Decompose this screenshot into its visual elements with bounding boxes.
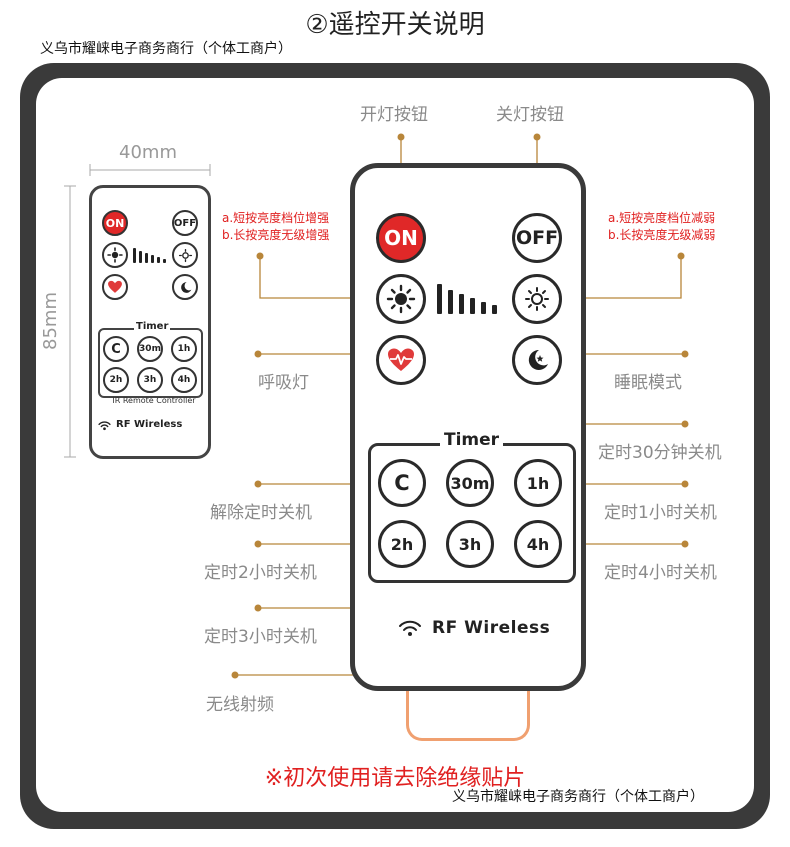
- rf-wireless-label: RF Wireless: [432, 618, 551, 638]
- on-button[interactable]: ON: [376, 213, 426, 263]
- note-decrease: a.短按亮度档位减弱 b.长按亮度无级减弱: [608, 210, 715, 244]
- label-on-button: 开灯按钮: [360, 105, 428, 125]
- sun-dim-icon: [525, 287, 549, 311]
- small-breathing: [102, 274, 128, 300]
- battery-tab-gap: [422, 691, 514, 703]
- timer-title: Timer: [440, 430, 504, 450]
- small-timer-2h: 2h: [103, 367, 129, 393]
- brightness-up-button[interactable]: [376, 274, 426, 324]
- small-brightness-bars: [133, 247, 167, 263]
- shop-name-top: 义乌市耀崃电子商务商行（个体工商户）: [40, 41, 292, 57]
- small-wifi-icon: [98, 421, 111, 431]
- note-increase: a.短按亮度档位增强 b.长按亮度无级增强: [222, 210, 329, 244]
- label-cancel-timer: 解除定时关机: [210, 503, 312, 523]
- small-brightness-down: [172, 242, 198, 268]
- small-off-button: OFF: [172, 210, 198, 236]
- label-timer-30m: 定时30分钟关机: [598, 443, 722, 463]
- small-brightness-up: [102, 242, 128, 268]
- shop-name-bottom: 义乌市耀崃电子商务商行（个体工商户）: [452, 789, 704, 805]
- label-timer-3h: 定时3小时关机: [204, 627, 317, 647]
- moon-star-icon: [528, 349, 548, 370]
- timer-4h-button[interactable]: 4h: [514, 520, 562, 568]
- label-timer-2h: 定时2小时关机: [204, 563, 317, 583]
- brightness-down-button[interactable]: [512, 274, 562, 324]
- moon-star-icon: [180, 281, 191, 293]
- sun-dim-icon: [178, 248, 192, 262]
- ir-label: IR Remote Controller: [112, 396, 196, 405]
- timer-30m-button[interactable]: 30m: [446, 459, 494, 507]
- note-increase-b: b.长按亮度无级增强: [222, 228, 330, 242]
- small-on-button: ON: [102, 210, 128, 236]
- small-timer-30m: 30m: [137, 336, 163, 362]
- sleep-button[interactable]: [512, 335, 562, 385]
- label-timer-1h: 定时1小时关机: [604, 503, 717, 523]
- height-dimension: 85mm: [40, 292, 61, 350]
- label-breathing: 呼吸灯: [258, 373, 309, 393]
- breathing-button[interactable]: [376, 335, 426, 385]
- off-button[interactable]: OFF: [512, 213, 562, 263]
- small-sleep: [172, 274, 198, 300]
- heart-pulse-icon: [388, 348, 414, 371]
- small-timer-4h: 4h: [171, 367, 197, 393]
- heart-pulse-icon: [108, 280, 122, 293]
- small-timer-c: C: [103, 336, 129, 362]
- label-wireless: 无线射频: [206, 695, 274, 715]
- small-timer-title: Timer: [134, 321, 171, 332]
- timer-cancel-button[interactable]: C: [378, 459, 426, 507]
- sun-icon: [107, 247, 123, 263]
- small-timer-1h: 1h: [171, 336, 197, 362]
- small-timer-3h: 3h: [137, 367, 163, 393]
- label-sleep: 睡眠模式: [614, 373, 682, 393]
- timer-2h-button[interactable]: 2h: [378, 520, 426, 568]
- brightness-level-bars: [437, 282, 505, 314]
- note-decrease-b: b.长按亮度无级减弱: [608, 228, 716, 242]
- timer-3h-button[interactable]: 3h: [446, 520, 494, 568]
- warning-text: ※初次使用请去除绝缘贴片: [264, 766, 526, 791]
- sun-icon: [386, 284, 416, 314]
- label-off-button: 关灯按钮: [496, 105, 564, 125]
- timer-1h-button[interactable]: 1h: [514, 459, 562, 507]
- label-timer-4h: 定时4小时关机: [604, 563, 717, 583]
- wifi-icon: [399, 620, 421, 636]
- note-increase-a: a.短按亮度档位增强: [222, 211, 330, 225]
- page-title: ②遥控开关说明: [305, 10, 485, 40]
- note-decrease-a: a.短按亮度档位减弱: [608, 211, 716, 225]
- small-rf-label: RF Wireless: [116, 419, 183, 430]
- width-dimension: 40mm: [119, 142, 177, 163]
